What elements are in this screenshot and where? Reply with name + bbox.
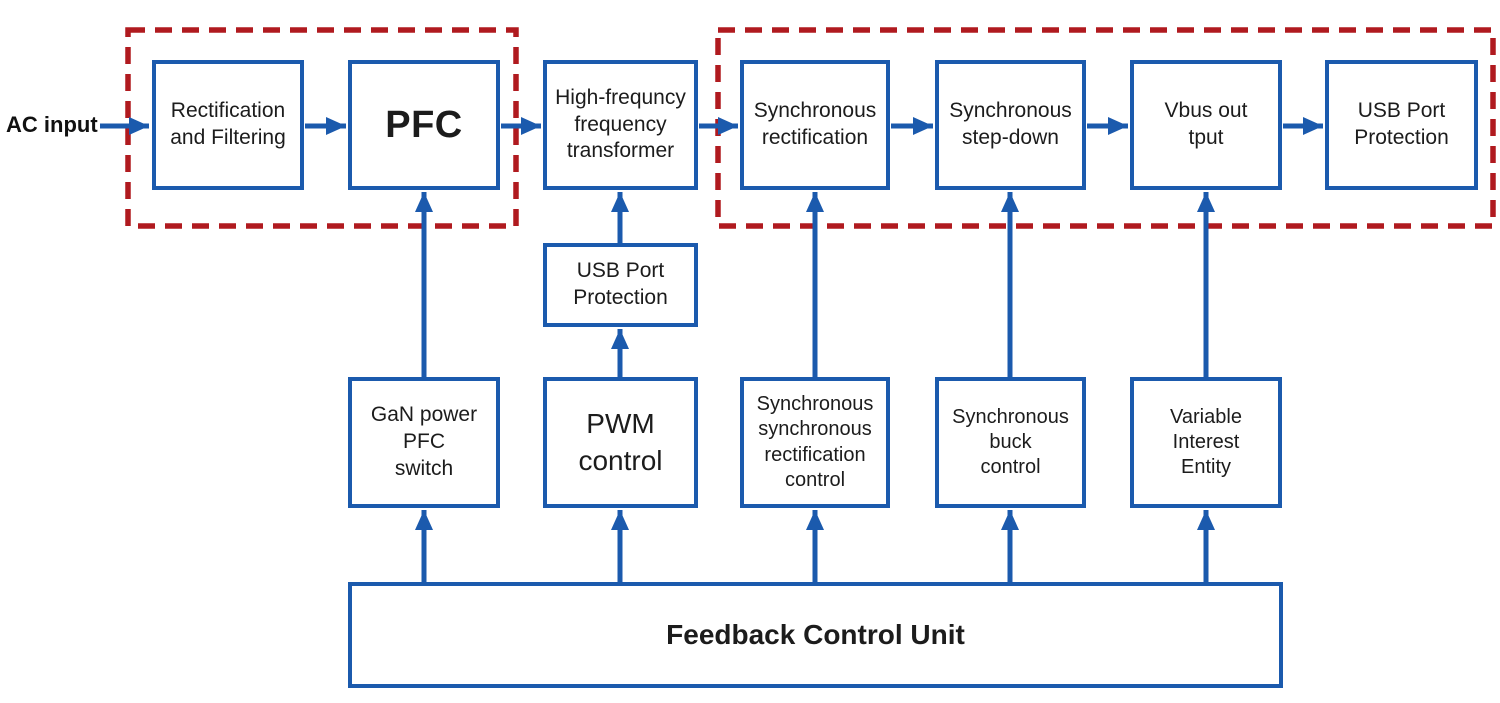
block-variable-interest-entity: Variable Interest Entity xyxy=(1130,377,1282,508)
block-usb-port-protection-mid: USB Port Protection xyxy=(543,243,698,327)
block-synchronous-buck-control: Synchronous buck control xyxy=(935,377,1086,508)
block-high-frequency-transformer: High-frequncy frequency transformer xyxy=(543,60,698,190)
block-feedback-control-unit: Feedback Control Unit xyxy=(348,582,1283,688)
block-synchronous-synchronous-rectification-control: Synchronous synchronous rectification co… xyxy=(740,377,890,508)
block-rectification-filtering: Rectification and Filtering xyxy=(152,60,304,190)
block-usb-port-protection-output: USB Port Protection xyxy=(1325,60,1478,190)
block-pwm-control: PWM control xyxy=(543,377,698,508)
block-gan-power-pfc-switch: GaN power PFC switch xyxy=(348,377,500,508)
block-synchronous-rectification: Synchronous rectification xyxy=(740,60,890,190)
block-vbus-output: Vbus out tput xyxy=(1130,60,1282,190)
block-pfc: PFC xyxy=(348,60,500,190)
block-synchronous-step-down: Synchronous step-down xyxy=(935,60,1086,190)
ac-input-label: AC input xyxy=(6,112,98,137)
